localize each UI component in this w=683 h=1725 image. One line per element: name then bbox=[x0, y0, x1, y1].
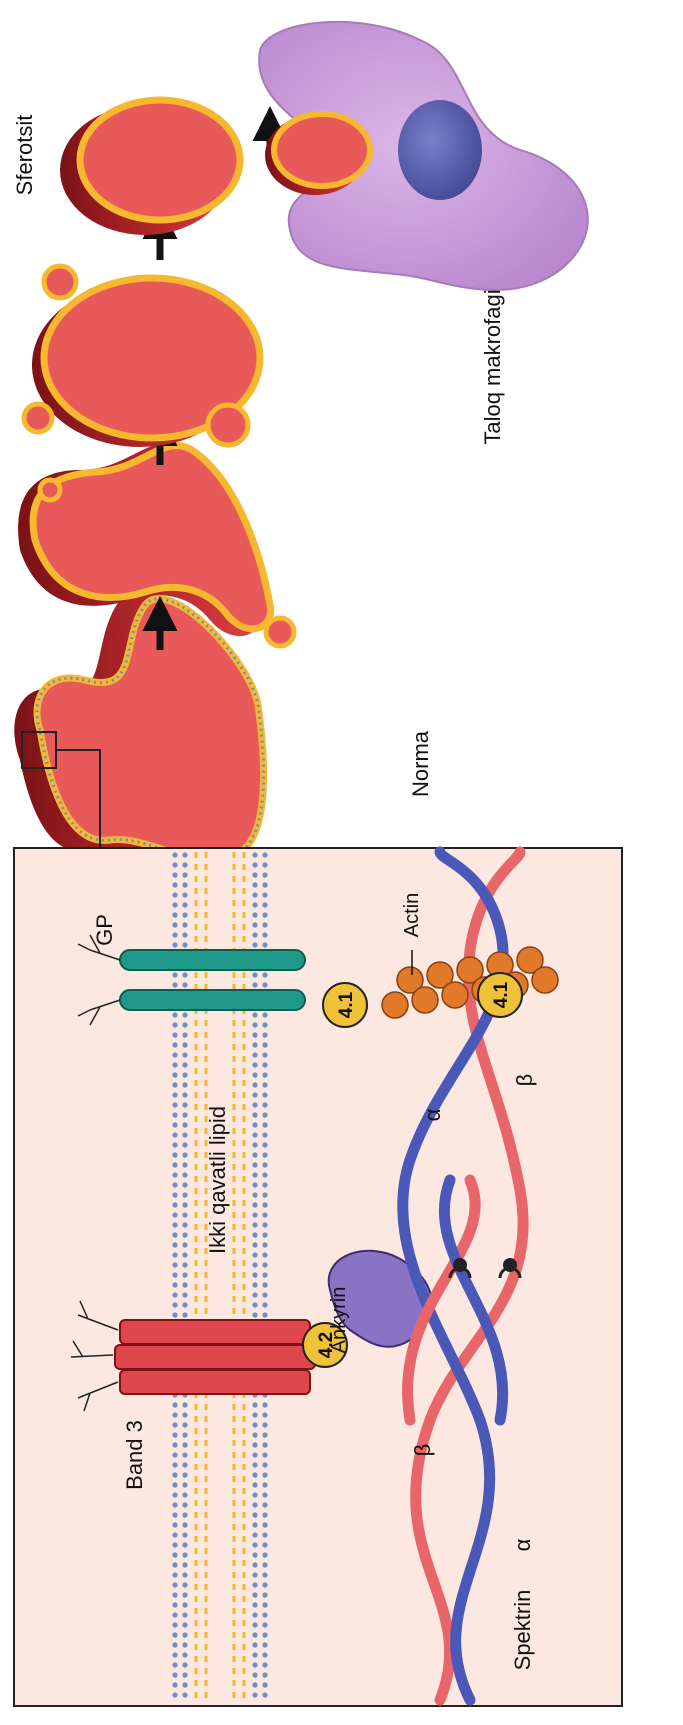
protein-4-1-badge-b: 4.1 bbox=[478, 973, 522, 1017]
beta-label-upper: β bbox=[512, 1074, 537, 1087]
gp-label: GP bbox=[92, 914, 117, 946]
lipid-bilayer-label: Ikki qavatli lipid bbox=[205, 1106, 230, 1254]
vesiculating-cell bbox=[24, 266, 260, 447]
spektrin-label: Spektrin bbox=[510, 1590, 535, 1671]
lipid-bilayer bbox=[168, 852, 272, 1702]
svg-text:4.1: 4.1 bbox=[491, 981, 512, 1008]
alpha-label-upper: α bbox=[420, 1108, 445, 1121]
protein-4-1-badge-a: 4.1 bbox=[323, 983, 367, 1027]
svg-text:4.1: 4.1 bbox=[336, 991, 357, 1018]
band3-label: Band 3 bbox=[122, 1420, 147, 1490]
alpha-label-lower: α bbox=[510, 1538, 535, 1551]
ankyrin-label: Ankyrin bbox=[328, 1287, 350, 1354]
beta-label-lower: β bbox=[410, 1444, 435, 1457]
sferotsit-label: Sferotsit bbox=[12, 115, 37, 196]
spherocyte bbox=[60, 100, 240, 235]
norma-label: Norma bbox=[408, 730, 433, 797]
actin-label: Actin bbox=[401, 893, 423, 937]
taloq-makrofagi-label: Taloq makrofagi bbox=[480, 289, 505, 444]
spleen-macrophage bbox=[259, 22, 588, 290]
membrane-inset: Ikki qavatli lipid GP Band 3 4.2 Ankyrin bbox=[14, 848, 622, 1706]
